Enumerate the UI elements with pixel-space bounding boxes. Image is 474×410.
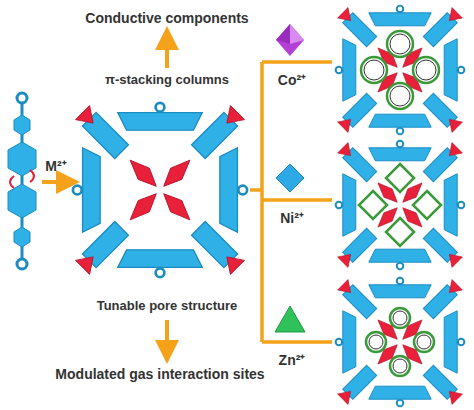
metal-label: Co²⁺ xyxy=(278,72,306,88)
feature-label: Tunable pore structure xyxy=(97,299,238,314)
triangle-icon xyxy=(275,306,305,332)
metal-label: M²⁺ xyxy=(45,158,66,174)
heading-label: Modulated gas interaction sites xyxy=(55,366,264,382)
branch-bracket xyxy=(250,62,332,342)
co-framework xyxy=(336,6,465,135)
metal-label: Ni²⁺ xyxy=(280,210,304,226)
framework xyxy=(73,103,247,277)
reaction-arrow xyxy=(42,180,68,184)
up-arrow xyxy=(165,38,169,68)
down-arrow xyxy=(165,320,169,352)
metal-label: Zn²⁺ xyxy=(279,352,306,368)
ni-framework xyxy=(336,141,465,270)
feature-label: π-stacking columns xyxy=(105,73,229,88)
heading-label: Conductive components xyxy=(85,10,248,26)
diamond-icon xyxy=(276,164,304,192)
zn-framework xyxy=(336,278,465,407)
linker-molecule xyxy=(8,93,36,269)
octahedron-icon xyxy=(276,24,304,56)
